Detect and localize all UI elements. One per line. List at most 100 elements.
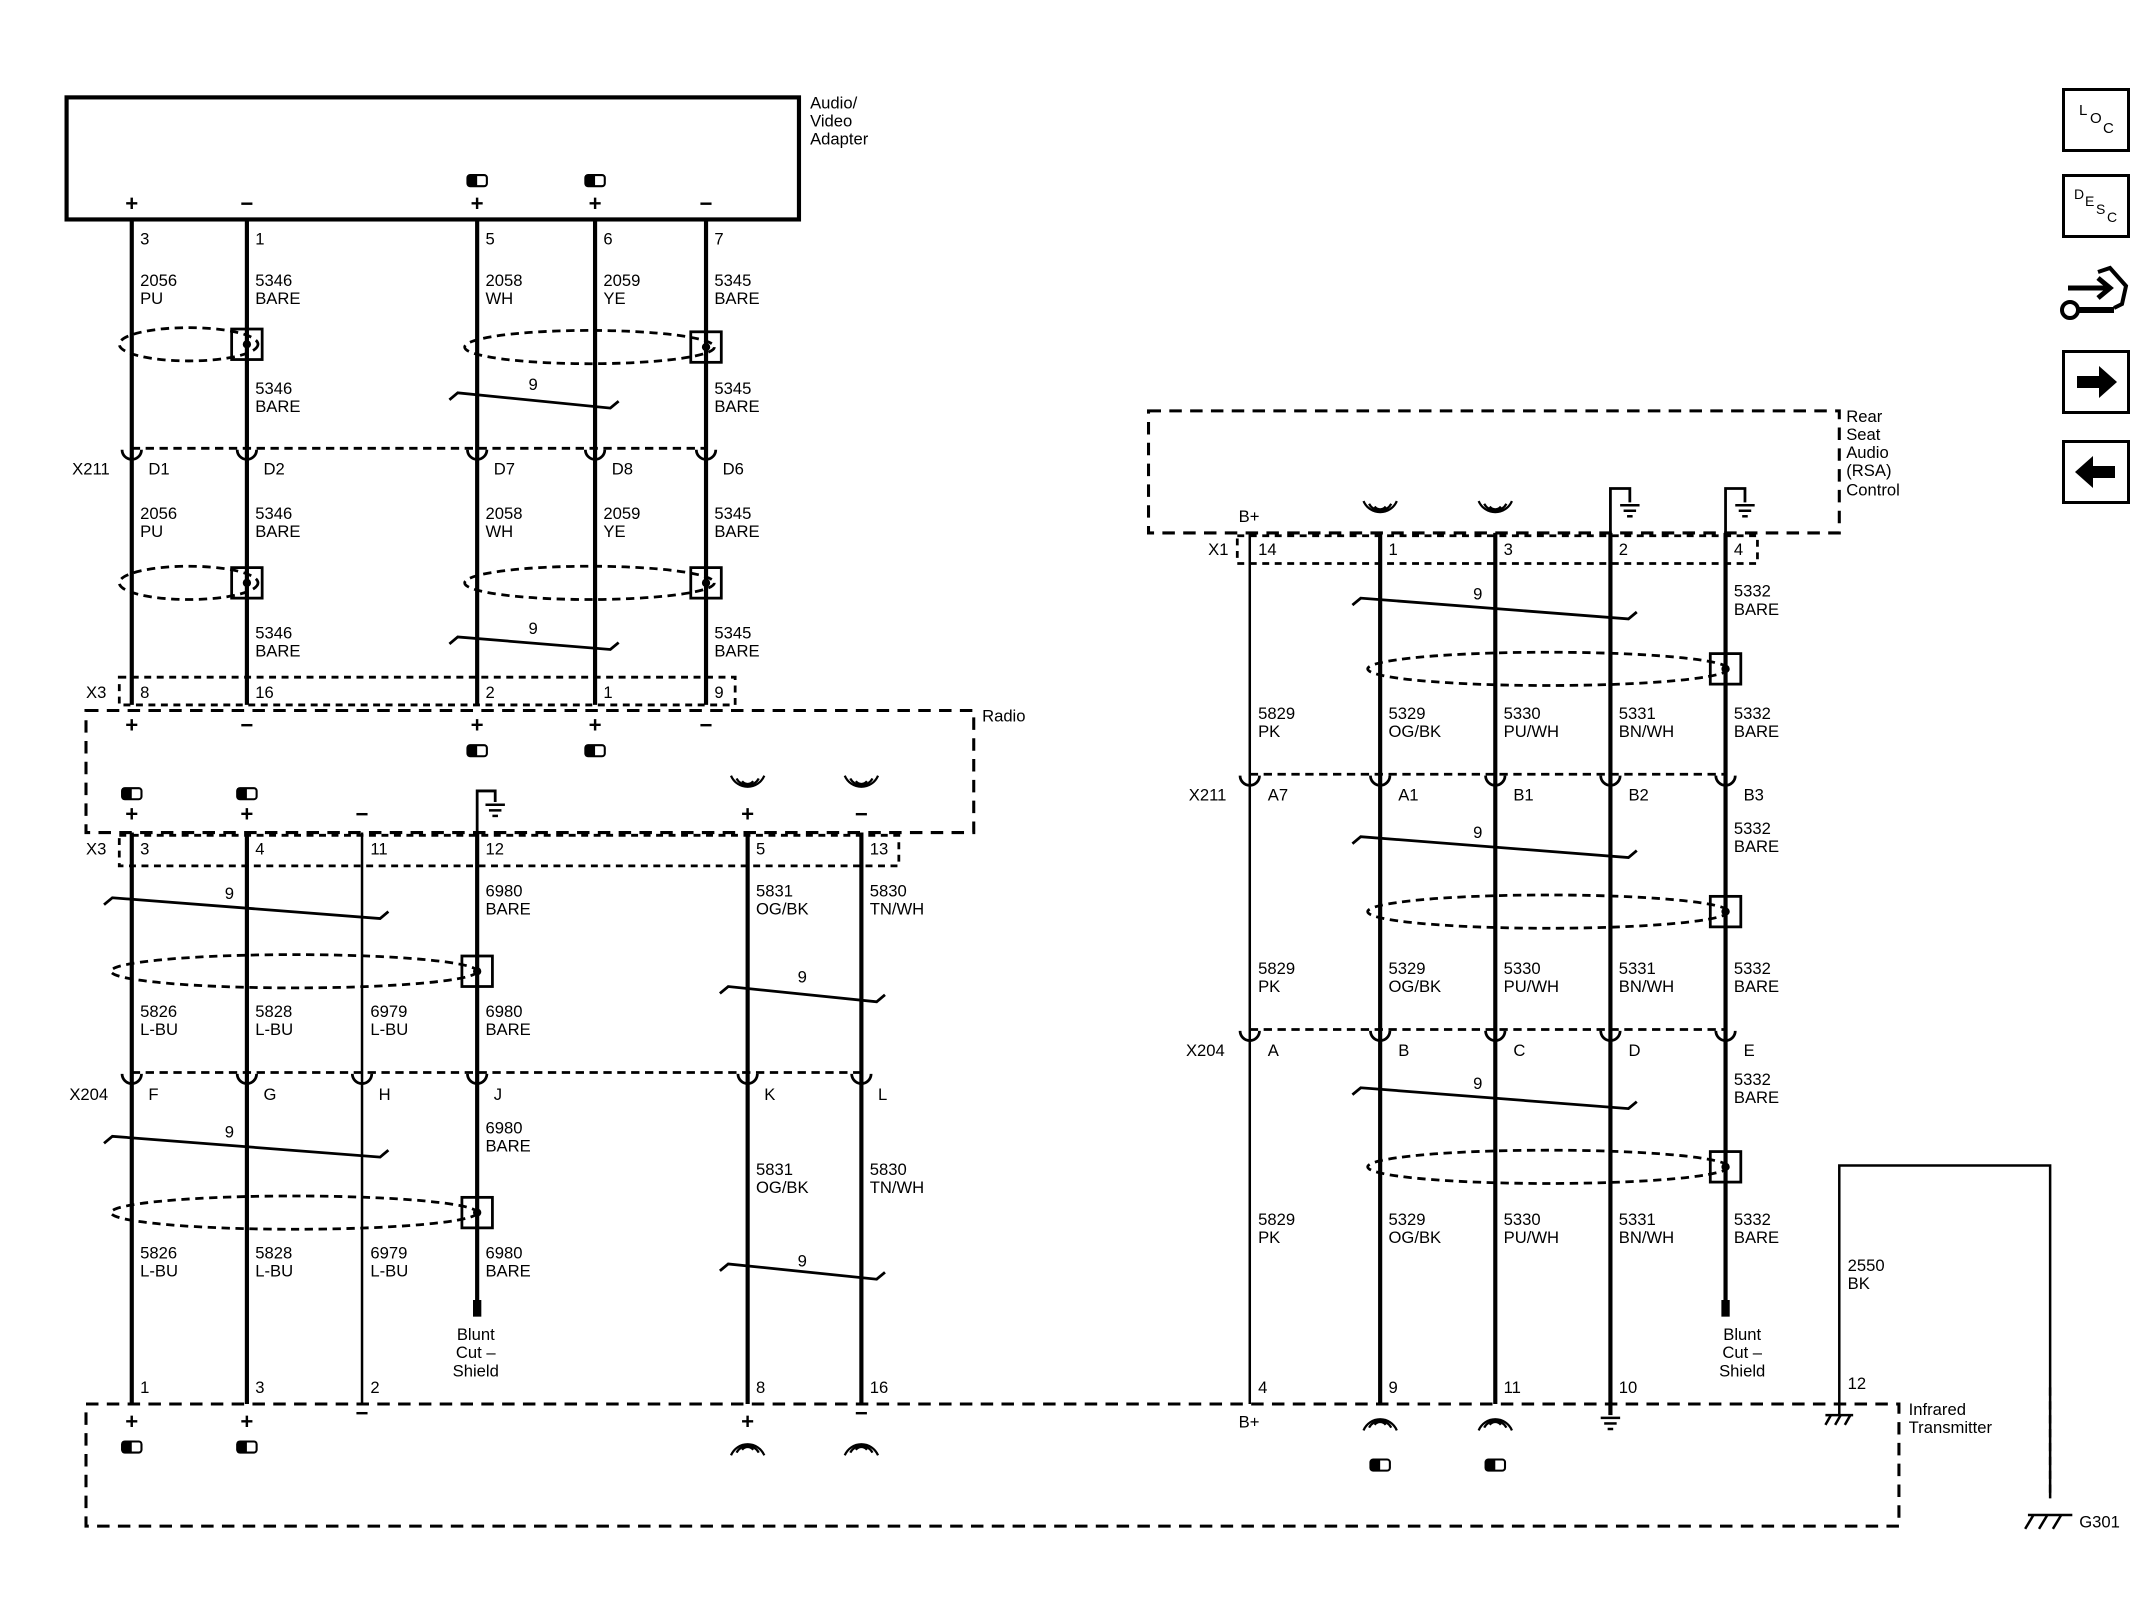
pin-label: D1 [148,460,169,479]
twist-label: 9 [798,1252,807,1271]
wire-color: PU [140,289,163,308]
polarity-mark: + [741,1409,754,1434]
pin-label: B2 [1628,786,1648,805]
wire-color: BN/WH [1619,977,1674,996]
pin-label: 1 [140,1378,149,1397]
wire-circuit: 5346 [255,504,292,523]
pin-label: 2 [485,683,494,702]
pin-label: 4 [255,840,264,859]
speaker-icon [729,774,766,788]
pin-label: 11 [370,840,387,859]
polarity-mark: + [240,1409,253,1434]
pin-label: 2 [370,1378,379,1397]
wire-color: PU [140,522,163,541]
ground-icon [484,803,507,818]
wire-circuit: 5829 [1258,704,1295,723]
svg-text:E: E [2085,193,2094,209]
wire-color: WH [485,289,513,308]
twist-label: 9 [1473,823,1482,842]
wire-color: BARE [714,522,759,541]
polarity-mark: − [356,1401,369,1426]
wire-circuit: 5346 [255,379,292,398]
speaker-icon [1362,1418,1398,1432]
pin-label: 8 [140,683,149,702]
wire-color: OG/BK [756,1178,809,1197]
av-adapter-label-1: Audio/ [810,93,858,112]
wire-color: BARE [1734,837,1779,856]
ic-icon [121,787,143,801]
wire-circuit: 2056 [140,504,177,523]
desc-button[interactable]: D E S C [2062,174,2130,238]
wire-circuit: 6979 [370,1002,407,1021]
wire-circuit: 5826 [140,1002,177,1021]
audio-video-adapter: Audio/ Video Adapter + − + + − [64,93,869,222]
bplus-label: B+ [1239,507,1260,526]
wire-circuit: 5346 [255,271,292,290]
pin-label: D [1628,1041,1640,1060]
wire-color: BN/WH [1619,722,1674,741]
wire-circuit: 5330 [1504,1210,1541,1229]
ic-icon [236,1440,258,1454]
wire-color: BN/WH [1619,1228,1674,1247]
wire-color: BARE [1734,722,1779,741]
pin-label: 4 [1734,540,1743,559]
back-button[interactable] [2062,440,2130,504]
wire-color: BARE [485,899,530,918]
twist-label: 9 [1473,1074,1482,1093]
wire-circuit: 5332 [1734,1070,1771,1089]
wire-color: OG/BK [1388,977,1441,996]
wire-circuit: 5345 [714,623,751,642]
blunt-cut-label: Blunt [457,1325,495,1344]
repair-button[interactable] [2060,262,2132,332]
wire-circuit: 5830 [870,881,907,900]
loc-button[interactable]: L O C [2062,88,2130,152]
wire-circuit: 5828 [255,1002,292,1021]
pin-label: D7 [494,460,515,479]
pin-label: 8 [756,1378,765,1397]
wire-color: BARE [1734,1088,1779,1107]
pin-label: 4 [1258,1378,1267,1397]
pin-label: F [148,1085,158,1104]
pin-label: 3 [140,229,149,248]
pin-label: A7 [1268,786,1288,805]
wire-color: BARE [255,397,300,416]
ir-label-2: Transmitter [1909,1418,1993,1437]
wire-circuit: 5345 [714,271,751,290]
pin-label: B3 [1744,786,1764,805]
blunt-cut-label: Cut – [1722,1343,1762,1362]
connector-x3: X3 [86,840,106,859]
wire-circuit: 5330 [1504,704,1541,723]
wire-circuit: 5346 [255,623,292,642]
wire-circuit: 5329 [1388,704,1425,723]
pin-label: B1 [1513,786,1533,805]
av-adapter-label-2: Video [810,112,852,131]
ground-label: G301 [2079,1512,2120,1531]
wire-color: PK [1258,1228,1280,1247]
polarity-mark: + [240,801,253,826]
pin-label: 5 [485,229,494,248]
next-button[interactable] [2062,350,2130,414]
wire-circuit: 5331 [1619,1210,1656,1229]
wire-color: BARE [714,641,759,660]
pin-label: D6 [723,460,744,479]
pin-label: 14 [1258,540,1277,559]
wire-color: TN/WH [870,1178,924,1197]
pin-label: B [1398,1041,1409,1060]
pin-label: 13 [870,840,889,859]
pin-label: 1 [603,683,612,702]
wire-color: BARE [1734,1228,1779,1247]
wire-circuit: 6980 [485,881,522,900]
wire-color: BARE [714,397,759,416]
wire-color: BARE [255,289,300,308]
wire-circuit: 5831 [756,881,793,900]
svg-text:C: C [2103,120,2114,137]
wire-color: BARE [714,289,759,308]
twist-label: 9 [798,967,807,986]
desc-icon: D E S C [2074,186,2117,225]
wire-circuit: 5332 [1734,1210,1771,1229]
wire-circuit: 5332 [1734,582,1771,601]
twist-label: 9 [225,884,234,903]
ic-icon [236,787,258,801]
blunt-cut-label: Blunt [1723,1325,1761,1344]
wire-circuit: 6980 [485,1002,522,1021]
